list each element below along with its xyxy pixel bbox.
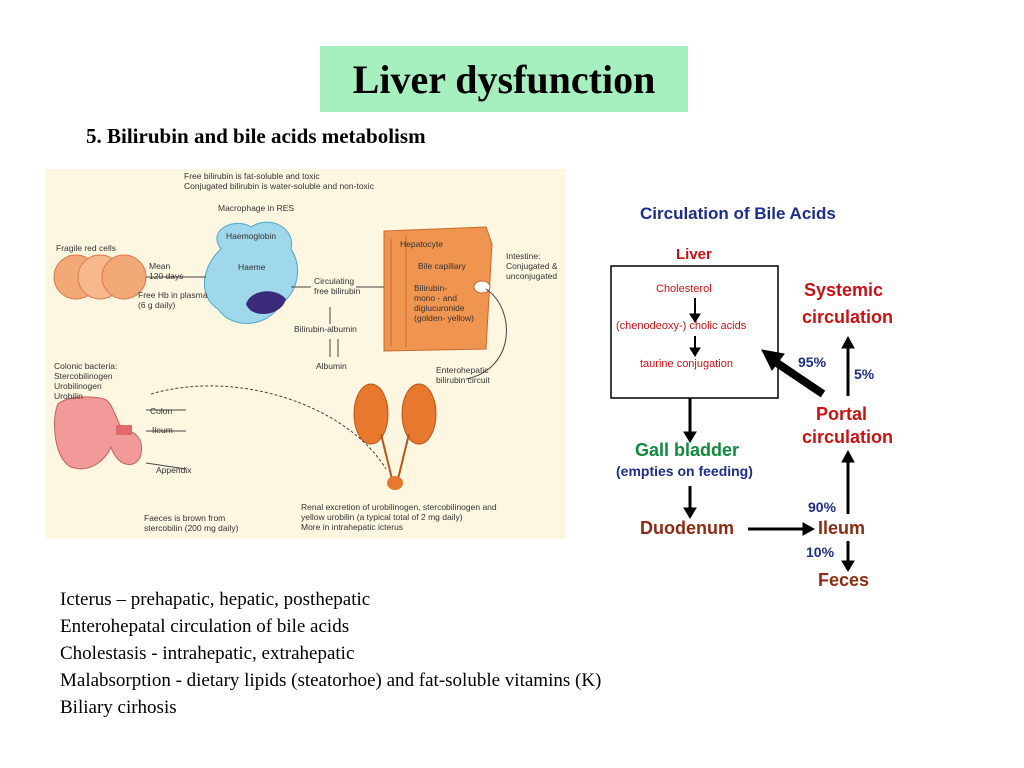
hepatocyte-icon	[383, 226, 493, 352]
feces-label: Feces	[818, 570, 870, 590]
pct-5-label: 5%	[854, 366, 875, 382]
bullet-item: Cholestasis - intrahepatic, extrahepatic	[60, 643, 355, 664]
portal-label-1: Portal	[816, 404, 868, 424]
intestine-icon	[53, 396, 143, 470]
circulating-label: Circulating free bilirubin	[314, 276, 361, 296]
duodenum-label: Duodenum	[640, 518, 734, 538]
bile-acids-flowchart: Circulation of Bile Acids Liver Choleste…	[598, 196, 918, 596]
ileum-label: Ileum	[152, 425, 173, 435]
haeme-label: Haeme	[238, 262, 266, 272]
header-note-2: Conjugated bilirubin is water-soluble an…	[184, 181, 374, 191]
colon-label: Colon	[150, 406, 173, 416]
fragile-cells-label: Fragile red cells	[56, 243, 116, 253]
pct-90-label: 90%	[808, 499, 837, 515]
bullet-item: Biliary cirhosis	[60, 697, 177, 718]
slide-title: Liver dysfunction	[352, 56, 656, 102]
enterohepatic-label: Enterohepatic bilirubin circuit	[436, 365, 490, 385]
liver-box	[610, 265, 779, 399]
systemic-label-1: Systemic	[804, 280, 884, 300]
header-note-1: Free bilirubin is fat-soluble and toxic	[184, 171, 320, 181]
renal-excretion-label: Renal excretion of urobilinogen, stercob…	[301, 502, 497, 532]
bilirubin-illustration	[53, 221, 507, 490]
ileum-flow-label: Ileum	[818, 518, 866, 538]
systemic-label-2: circulation	[802, 307, 894, 327]
pct-95-label: 95%	[798, 354, 827, 370]
macrophage-icon	[203, 221, 299, 324]
flowchart-heading: Circulation of Bile Acids	[640, 204, 836, 223]
kidneys-icon	[353, 383, 437, 490]
free-hb-label: Free Hb in plasma (6 g daily)	[138, 290, 208, 310]
liver-label: Liver	[676, 246, 712, 263]
slide-subtitle: 5. Bilirubin and bile acids metabolism	[86, 124, 426, 148]
bullet-list: Icterus – prehapatic, hepatic, posthepat…	[60, 586, 601, 721]
colonic-bacteria-label: Colonic bacteria: Stercobilinogen Urobil…	[54, 361, 118, 401]
bilirubin-albumin-label: Bilirubin-albumin	[294, 324, 357, 334]
appendix-label: Appendix	[156, 465, 192, 475]
bile-capillary-label: Bile capillary	[418, 261, 466, 271]
faeces-label: Faeces is brown from stercobilin (200 mg…	[144, 513, 239, 533]
macrophage-label: Macrophage in RES	[218, 203, 295, 213]
portal-label-2: circulation	[802, 427, 894, 447]
haemoglobin-label: Haemoglobin	[226, 231, 277, 241]
red-cells-icon	[53, 254, 147, 300]
hepatocyte-label: Hepatocyte	[400, 239, 443, 249]
cholic-acids-label: (chenodeoxy-) cholic acids	[616, 320, 747, 332]
pct-10-label: 10%	[806, 544, 835, 560]
bullet-item: Icterus – prehapatic, hepatic, posthepat…	[60, 589, 371, 610]
bullet-item: Malabsorption - dietary lipids (steatorh…	[60, 670, 602, 691]
gall-bladder-label: Gall bladder	[635, 440, 740, 460]
gall-bladder-note: (empties on feeding)	[616, 463, 753, 479]
bilirubin-diagram: Free bilirubin is fat-soluble and toxic …	[46, 169, 566, 539]
title-banner: Liver dysfunction	[320, 46, 688, 112]
mean-life-label: Mean 120 days	[149, 261, 184, 281]
albumin-label: Albumin	[316, 361, 347, 371]
cholesterol-label: Cholesterol	[656, 283, 712, 295]
intestine-label: Intestine: Conjugated & unconjugated	[506, 251, 558, 281]
taurine-label: taurine conjugation	[640, 358, 733, 370]
flowchart-graphics	[610, 265, 855, 572]
bullet-item: Enterohepatal circulation of bile acids	[60, 616, 350, 637]
glucuronide-label: Bilirubin- mono - and diglucuronide (gol…	[414, 283, 474, 323]
